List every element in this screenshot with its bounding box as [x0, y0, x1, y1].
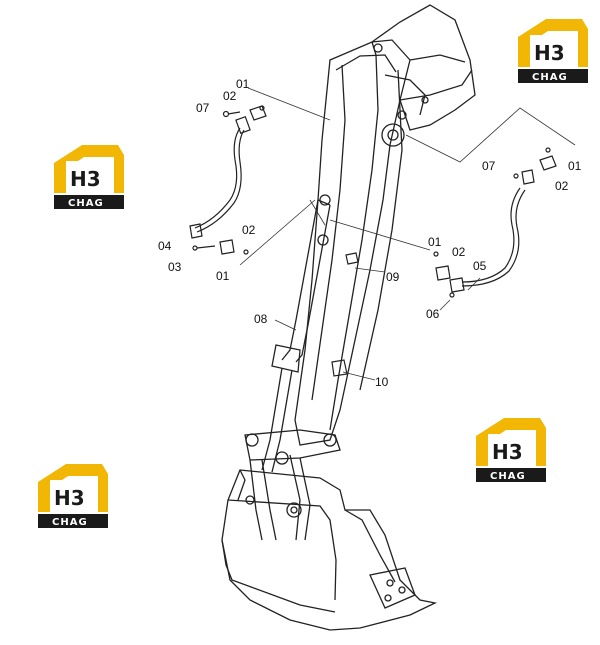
boom-bracket [371, 4, 476, 147]
leader-lines [239, 87, 576, 381]
logo-mark: H3 [70, 167, 101, 191]
mounting-plates [331, 252, 359, 377]
callout-01: 01 [568, 159, 582, 173]
logo-word: CHAG [52, 517, 88, 528]
brand-logo: H3 CHAG [52, 141, 126, 211]
logo-mark: H3 [534, 41, 565, 65]
callout-01: 01 [428, 235, 442, 249]
callout-labels: 01 02 07 01 02 07 02 04 03 01 01 02 05 0… [158, 77, 582, 389]
callout-09: 09 [386, 270, 400, 284]
right-hose-assembly [433, 147, 557, 298]
callout-06: 06 [426, 307, 440, 321]
brand-logo: H3 CHAG [36, 460, 110, 530]
callout-01: 01 [216, 269, 230, 283]
bucket-cylinder [261, 194, 331, 473]
callout-07: 07 [196, 101, 210, 115]
logo-word: CHAG [68, 198, 104, 209]
callout-02: 02 [242, 223, 256, 237]
callout-04: 04 [158, 239, 172, 253]
callout-10: 10 [375, 375, 389, 389]
callout-03: 03 [168, 260, 182, 274]
callout-05: 05 [473, 259, 487, 273]
callout-02: 02 [555, 179, 569, 193]
callout-02: 02 [452, 245, 466, 259]
brand-logo: H3 CHAG [516, 15, 590, 85]
logo-word: CHAG [490, 471, 526, 482]
arm-stick [294, 39, 411, 446]
callout-08: 08 [254, 312, 268, 326]
logo-word: CHAG [532, 72, 568, 83]
left-hose-assembly [189, 105, 267, 255]
callout-01: 01 [236, 77, 250, 91]
bucket-linkage [244, 429, 341, 541]
callout-02: 02 [223, 89, 237, 103]
brand-logo: H3 CHAG [474, 414, 548, 484]
bucket [221, 469, 438, 631]
callout-07: 07 [482, 159, 496, 173]
logo-mark: H3 [54, 486, 85, 510]
logo-mark: H3 [492, 440, 523, 464]
